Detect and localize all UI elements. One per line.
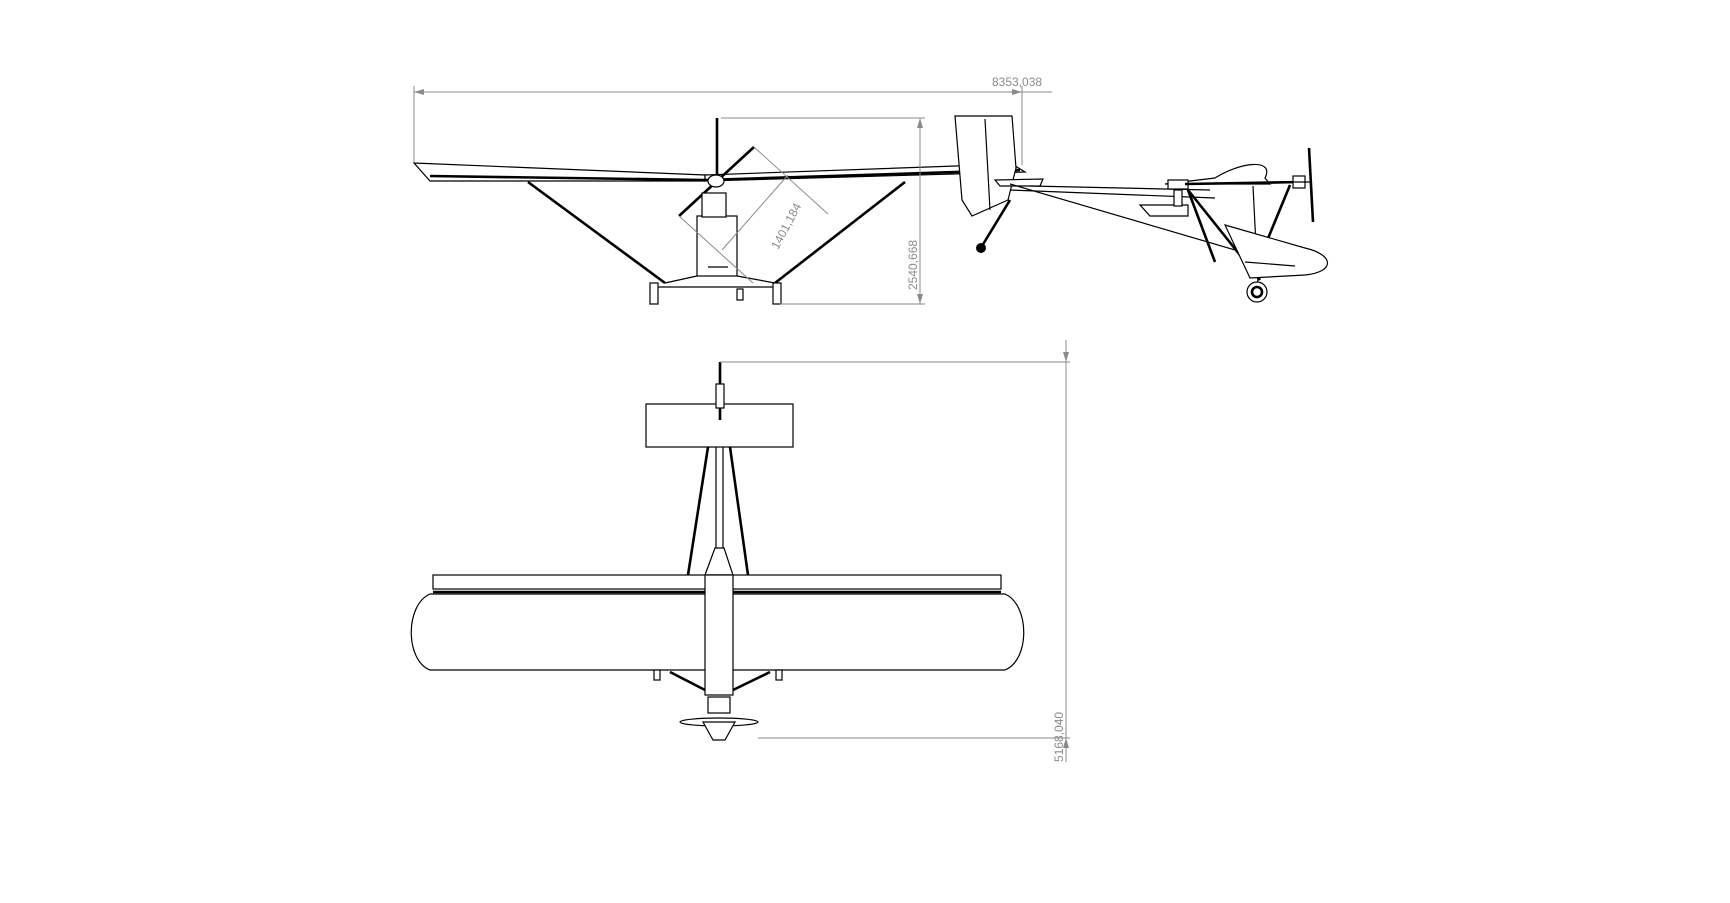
side-wheel-hub: [1250, 285, 1264, 299]
side-propeller: [1307, 147, 1315, 223]
front-prop-hub: [707, 174, 725, 188]
side-wing-profile: [1164, 163, 1272, 185]
top-tail-strut-right: [728, 446, 750, 576]
side-rudder-hinge: [984, 118, 991, 211]
top-fuselage: [704, 574, 734, 696]
top-fuselage-taper: [704, 547, 734, 576]
side-nose-pod: [1223, 224, 1328, 279]
overall-length-label: 8353,038: [992, 75, 1042, 89]
side-front-strut: [1186, 189, 1217, 263]
front-gear-right: [736, 275, 776, 284]
front-left-strut: [527, 180, 666, 285]
propeller-diameter-label: 1401,184: [768, 200, 804, 251]
front-view: [412, 118, 1028, 305]
front-gear-left: [664, 275, 698, 284]
front-tail-wheel: [736, 288, 744, 301]
top-tail-strut-left: [686, 446, 710, 576]
front-right-strut: [774, 180, 906, 285]
top-front-strut-right: [732, 670, 771, 692]
side-boom-top: [1009, 189, 1216, 199]
top-engine: [707, 696, 731, 714]
side-tail-skid-ball: [976, 243, 986, 253]
side-wing-root: [1167, 179, 1189, 190]
height-label: 2540,668: [906, 240, 920, 290]
side-tail-skid: [980, 199, 1012, 247]
front-engine: [701, 192, 727, 218]
front-right-wheel: [772, 282, 782, 305]
side-stabilizer: [993, 178, 1044, 187]
dimension-wingspan: 5168,040: [720, 340, 1070, 762]
front-left-spar: [429, 174, 706, 182]
side-pod-line: [1244, 261, 1296, 267]
front-left-wheel: [649, 282, 659, 305]
dimension-overall-length: 8353,038: [413, 75, 1052, 165]
top-nose-cone: [701, 721, 737, 741]
side-main-wheel: [1246, 281, 1268, 303]
top-left-wheel: [653, 669, 661, 681]
top-rudder-hinge: [715, 383, 725, 409]
side-tank-neck: [1173, 189, 1183, 207]
front-fuselage-pod: [696, 215, 738, 277]
top-right-wheel: [775, 669, 783, 681]
side-rudder: [954, 115, 1017, 217]
side-view: [954, 115, 1328, 303]
side-fuel-tank: [1138, 204, 1189, 217]
wingspan-label: 5168,040: [1052, 712, 1066, 762]
top-front-strut-left: [669, 670, 706, 692]
dimension-height: 2540,668: [721, 117, 925, 305]
top-view: [410, 362, 1025, 741]
